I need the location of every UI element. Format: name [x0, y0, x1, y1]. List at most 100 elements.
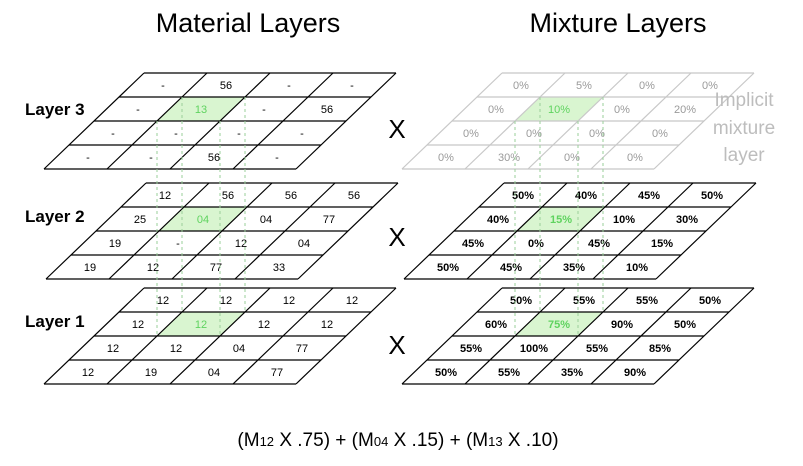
grid-cell-value: 04 [260, 214, 272, 226]
grid-cell-value: 12 [132, 319, 144, 331]
implicit-label-line-3: layer [723, 145, 765, 166]
grid-cell-value: - [275, 152, 279, 164]
mixture-grid-layer-2: 50%40%45%50%40%15%10%30%45%0%45%15%50%45… [403, 182, 757, 280]
grid-cell-value: 0% [627, 152, 643, 164]
grid-col-line [653, 287, 755, 385]
grid-cell-value: 10% [626, 262, 648, 274]
grid-cell-value: 0% [652, 128, 668, 140]
grid-cell-value: 20% [674, 104, 696, 116]
grid-cell-value: 35% [561, 367, 583, 379]
mixture-formula: (M12 X .75) + (M04 X .15) + (M13 X .10) [237, 430, 558, 451]
grid-cell-value: 12 [346, 295, 358, 307]
grid-cell-value: 56 [222, 190, 234, 202]
grid-cell-value: 15% [651, 238, 673, 250]
grid-cell-value: 0% [589, 128, 605, 140]
grid-cell-value: 45% [638, 190, 660, 202]
grid-cell-value: 12 [147, 262, 159, 274]
grid-cell-value: 55% [636, 295, 658, 307]
formula-term-3-rest: X .10) [503, 430, 559, 451]
implicit-label-line-2: mixture [713, 118, 775, 139]
grid-cell-value: 0% [513, 80, 529, 92]
implicit-label-line-1: Implicit [714, 90, 774, 111]
grid-cell-value: 12 [283, 295, 295, 307]
grid-cell-value: 55% [573, 295, 595, 307]
grid-col-line [464, 287, 566, 385]
grid-cell-value: 56 [321, 104, 333, 116]
grid-cell-value: 25 [134, 214, 146, 226]
grid-col-line [43, 72, 145, 170]
grid-cell-value: 50% [437, 262, 459, 274]
grid-cell-value: 45% [462, 238, 484, 250]
grid-cell-value: 19 [84, 262, 96, 274]
grid-cell-value: 30% [676, 214, 698, 226]
highlight-cell [157, 97, 245, 121]
grid-cell-value: - [237, 128, 241, 140]
grid-cell-value: 56 [220, 80, 232, 92]
grid-cell-value: 56 [285, 190, 297, 202]
grid-cell-value: 0% [702, 80, 718, 92]
grid-cell-value: 0% [614, 104, 630, 116]
grid-cell-value: 0% [438, 152, 454, 164]
grid-cell-value: 50% [510, 295, 532, 307]
grid-cell-value: - [287, 80, 291, 92]
grid-col-line [43, 287, 145, 385]
grid-cell-value: 10% [613, 214, 635, 226]
grid-cell-value: 85% [649, 343, 671, 355]
grid-col-line [106, 287, 208, 385]
grid-cell-value: 0% [528, 238, 544, 250]
grid-col-line [295, 72, 397, 170]
layer-label-2: Layer 2 [25, 207, 85, 226]
grid-col-line [108, 182, 210, 280]
grid-cell-value: 75% [548, 319, 570, 331]
grid-cell-value: 100% [520, 343, 548, 355]
grid-col-line [297, 182, 399, 280]
grid-cell-value: 12 [107, 343, 119, 355]
grid-cell-value: - [149, 152, 153, 164]
formula-term-3-open: + (M [444, 430, 488, 451]
layer-label-1: Layer 1 [25, 312, 85, 331]
grid-cell-value: 19 [145, 367, 157, 379]
grid-col-line [401, 287, 503, 385]
grid-cell-value: 12 [157, 295, 169, 307]
grid-cell-value: 12 [235, 238, 247, 250]
grid-cell-value: 40% [487, 214, 509, 226]
grid-cell-value: 45% [500, 262, 522, 274]
highlight-cell [157, 312, 245, 336]
multiply-sign-layer-1: X [388, 330, 405, 360]
grid-cell-value: - [111, 128, 115, 140]
formula-term-1-open: (M [237, 430, 259, 451]
highlight-cell [517, 207, 605, 231]
grid-cell-value: 40% [575, 190, 597, 202]
grid-col-line [45, 182, 147, 280]
mixture-layers-title: Mixture Layers [529, 8, 706, 38]
grid-col-line [295, 287, 397, 385]
grid-cell-value: 0% [639, 80, 655, 92]
grid-cell-value: - [300, 128, 304, 140]
grid-col-line [171, 182, 273, 280]
grid-cell-value: 12 [258, 319, 270, 331]
grid-col-line [653, 72, 755, 170]
grid-cell-value: 12 [82, 367, 94, 379]
grid-cell-value: - [176, 238, 180, 250]
grid-col-line [655, 182, 757, 280]
grid-cell-value: 0% [488, 104, 504, 116]
grid-cell-value: 55% [460, 343, 482, 355]
grid-cell-value: 56 [208, 152, 220, 164]
grid-cell-value: - [161, 80, 165, 92]
grid-cell-value: 50% [701, 190, 723, 202]
grid-cell-value: 04 [233, 343, 245, 355]
grid-cell-value: 50% [512, 190, 534, 202]
grid-col-line [169, 287, 271, 385]
grid-cell-value: 55% [586, 343, 608, 355]
mixture-grid-layer-3: 0%5%0%0%0%10%0%20%0%0%0%0%0%30%0%0% [401, 72, 755, 170]
grid-cell-value: 77 [210, 262, 222, 274]
grid-cell-value: 19 [109, 238, 121, 250]
grid-cell-value: 60% [485, 319, 507, 331]
highlight-cell [159, 207, 247, 231]
grid-cell-value: 45% [588, 238, 610, 250]
grid-cell-value: 50% [699, 295, 721, 307]
formula-term-2-open: + (M [330, 430, 374, 451]
mixture-grid-layer-1: 50%55%55%50%60%75%90%50%55%100%55%85%50%… [401, 287, 755, 385]
material-layers-title: Material Layers [156, 8, 341, 38]
